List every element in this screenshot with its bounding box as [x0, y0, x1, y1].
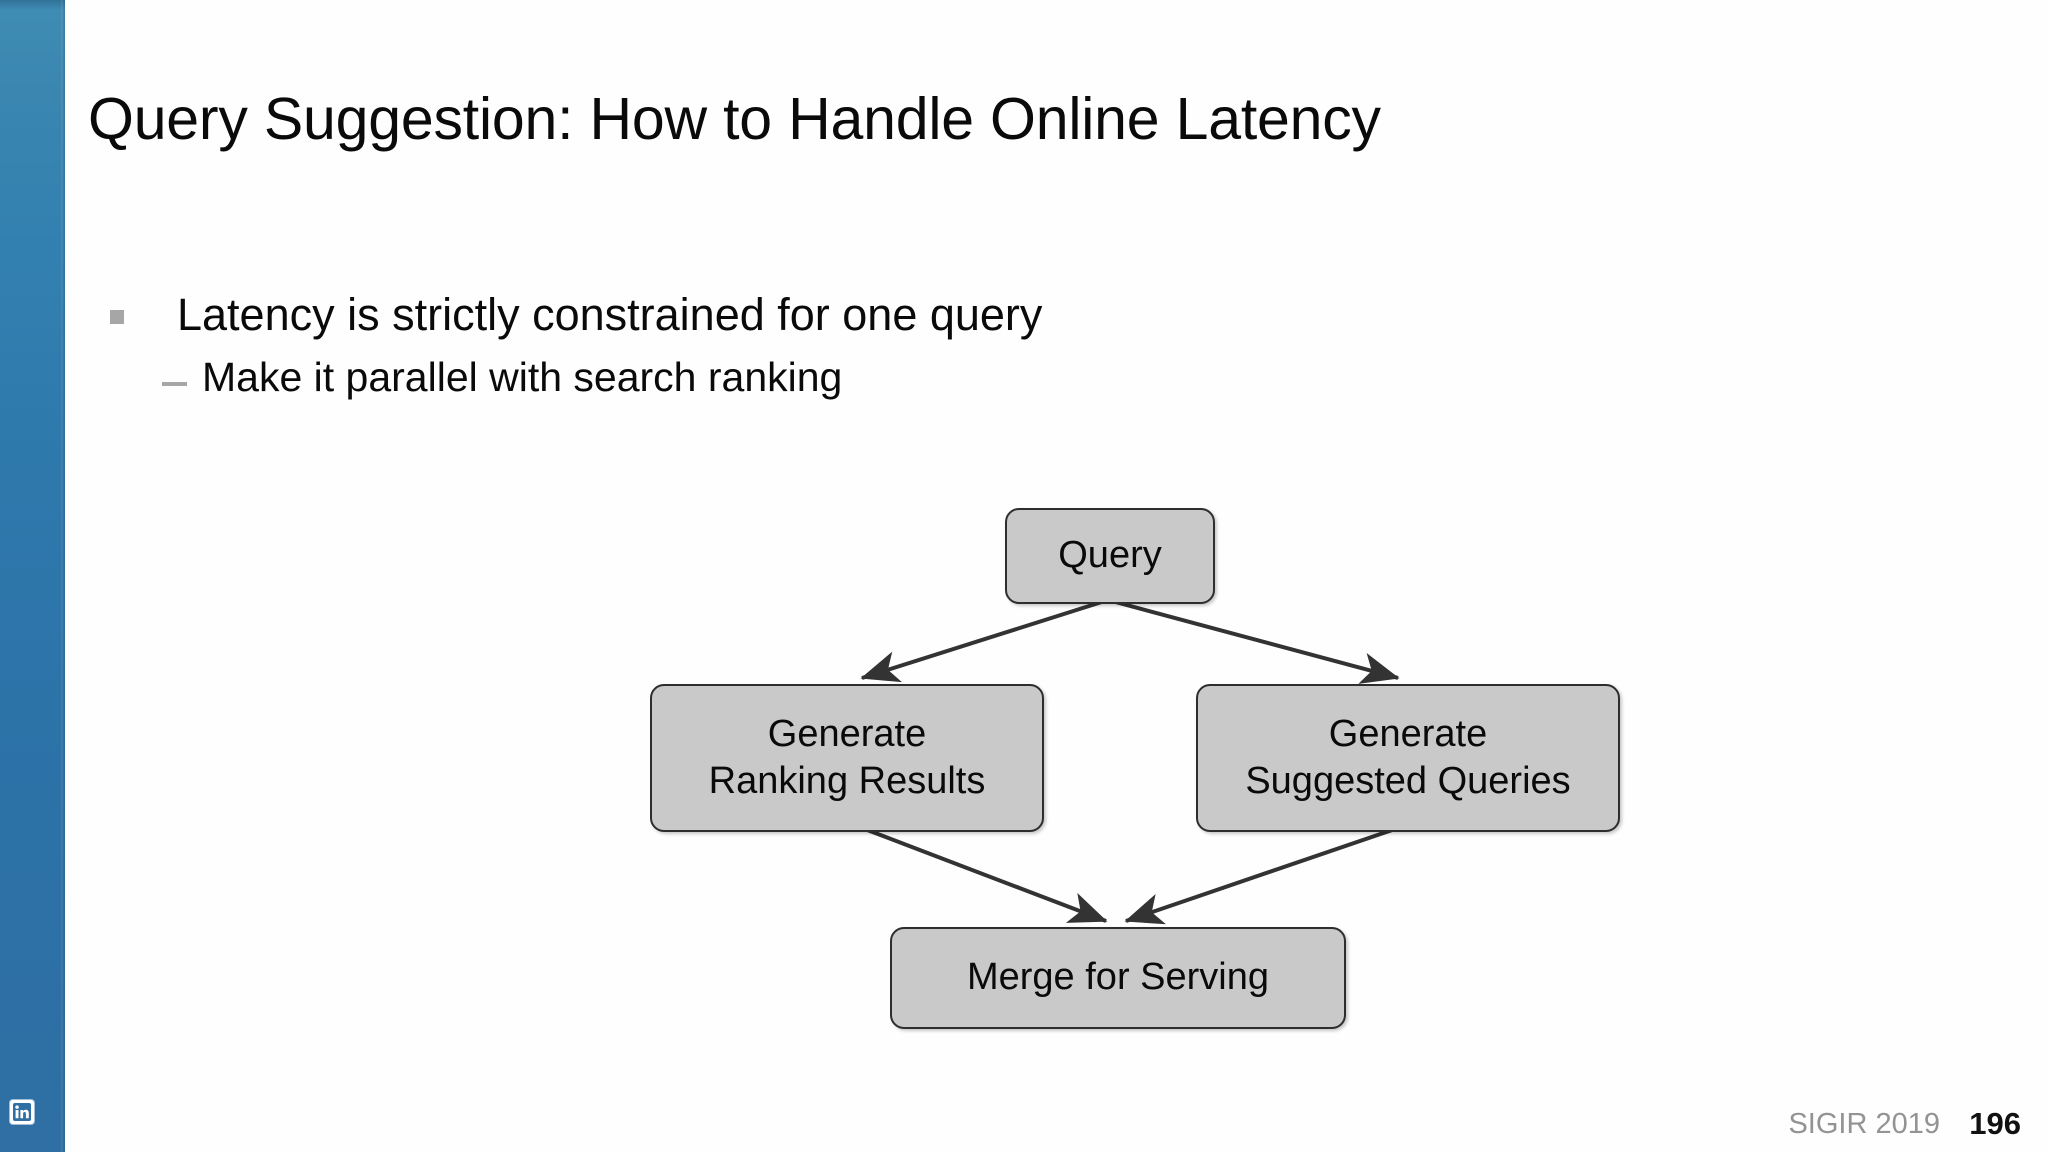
sidebar-edge-highlight	[61, 0, 65, 1152]
slide-title: Query Suggestion: How to Handle Online L…	[88, 86, 1381, 152]
edge-ranking-to-merge	[861, 826, 1108, 923]
flow-node-query[interactable]: Query	[1005, 508, 1215, 604]
edge-suggested-to-merge	[1124, 826, 1399, 925]
edge-query-to-suggested	[1107, 598, 1400, 684]
left-accent-sidebar	[0, 0, 65, 1152]
bullet-item-level2: Make it parallel with search ranking	[162, 353, 1710, 401]
bullet-list: Latency is strictly constrained for one …	[110, 288, 1710, 401]
bullet-level2-text: Make it parallel with search ranking	[202, 354, 843, 401]
bullet-level1-text: Latency is strictly constrained for one …	[177, 289, 1043, 340]
sidebar-top-band	[0, 0, 65, 9]
linkedin-logo-icon	[10, 1100, 34, 1124]
footer-conference-label: SIGIR 2019	[1788, 1108, 1940, 1140]
flow-node-generate-ranking-results[interactable]: Generate Ranking Results	[650, 684, 1044, 832]
dash-bullet-marker-icon	[162, 382, 187, 387]
bullet-item-level1: Latency is strictly constrained for one …	[110, 288, 1710, 341]
edge-query-to-ranking	[860, 598, 1109, 683]
square-bullet-marker-icon	[110, 310, 124, 324]
footer-page-number: 196	[1969, 1106, 2021, 1141]
flow-node-generate-suggested-queries[interactable]: Generate Suggested Queries	[1196, 684, 1620, 832]
flow-node-merge-for-serving[interactable]: Merge for Serving	[890, 927, 1346, 1029]
